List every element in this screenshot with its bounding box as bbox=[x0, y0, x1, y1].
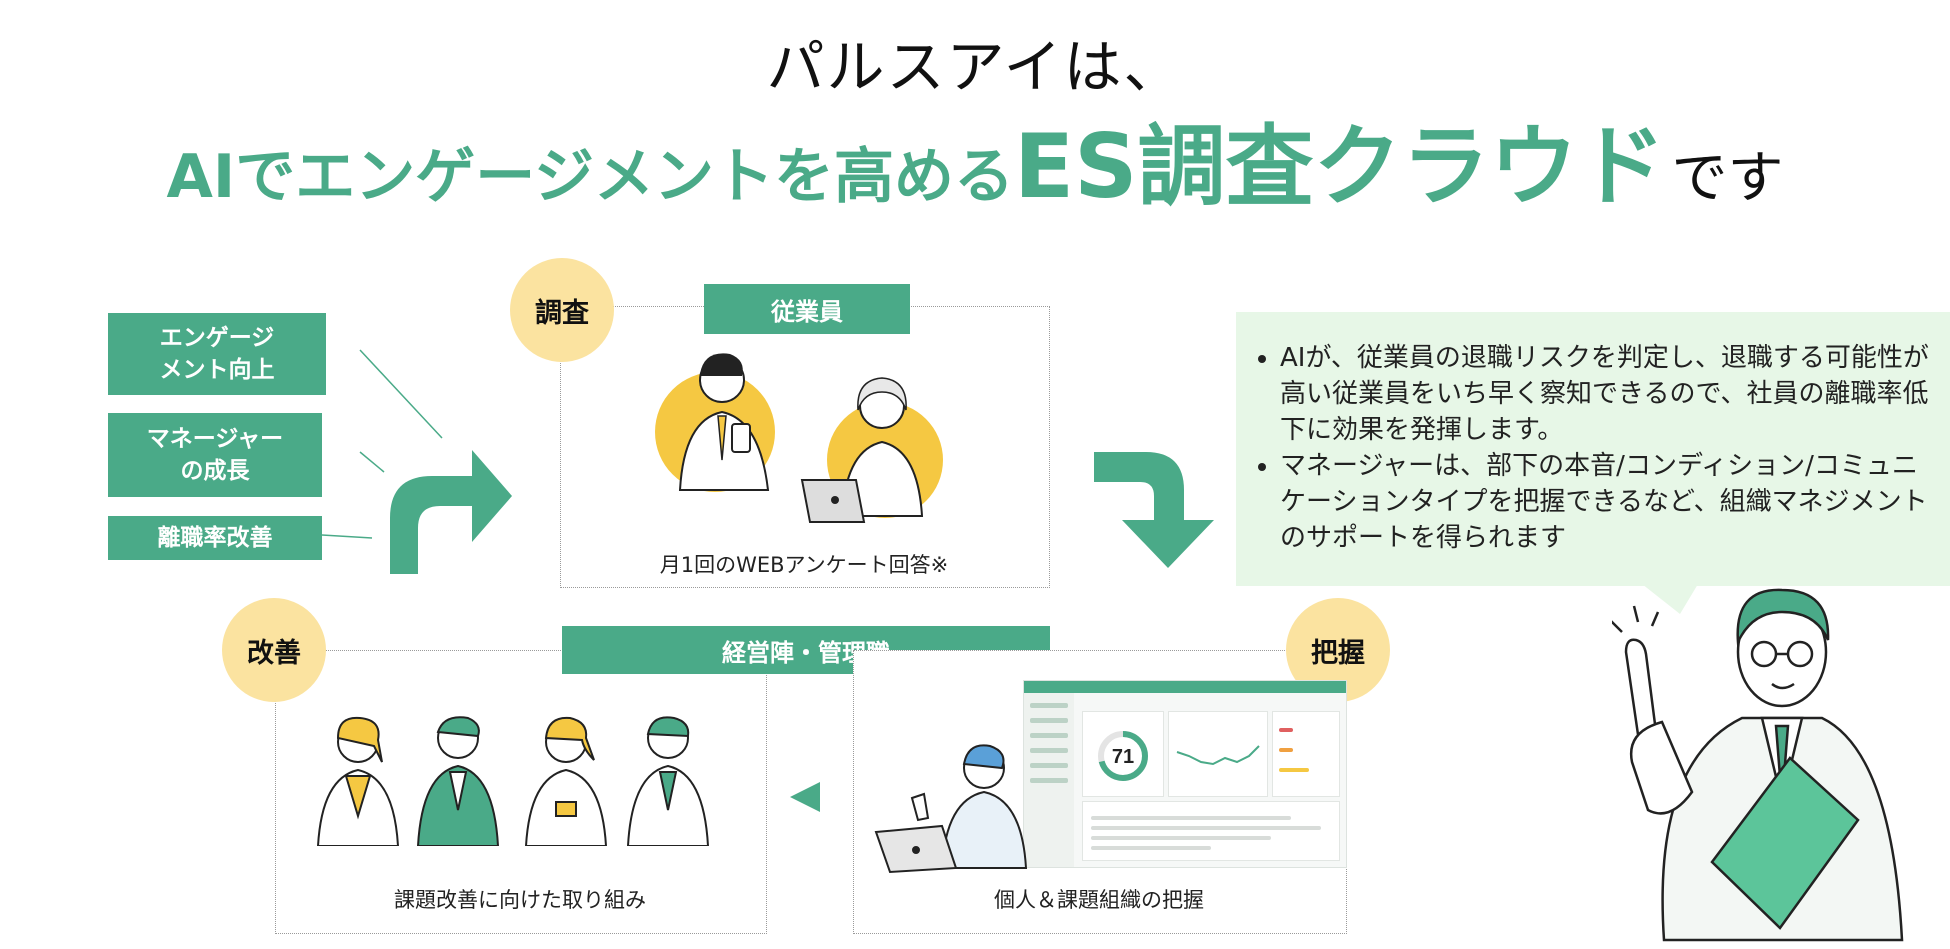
benefit-turnover-line1: 離職率改善 bbox=[157, 525, 273, 551]
headline-line2: AIでエンゲージメントを高めるES調査クラウドです bbox=[0, 96, 1950, 223]
analyst-illustration bbox=[874, 744, 1028, 874]
left-arrow-icon bbox=[790, 782, 820, 812]
survey-panel bbox=[560, 306, 1050, 588]
benefit-manager-line1: マネージャー bbox=[146, 426, 284, 452]
management-team-illustration bbox=[316, 716, 710, 846]
benefit-engagement-line1: エンゲージ bbox=[159, 325, 275, 351]
survey-badge: 調査 bbox=[510, 258, 614, 362]
improve-caption: 課題改善に向けた取り組み bbox=[394, 888, 646, 912]
improve-badge: 改善 bbox=[222, 598, 326, 702]
info-box: AIが、従業員の退職リスクを判定し、退職する可能性が高い従業員をいち早く察知でき… bbox=[1236, 312, 1950, 586]
info-bullet-manager: マネージャーは、部下の本音/コンディション/コミュニケーションタイプを把握できる… bbox=[1280, 448, 1930, 556]
presenter-illustration bbox=[1612, 588, 1904, 942]
headline-tagline: AIでエンゲージメントを高める bbox=[166, 142, 1015, 212]
dashboard-alert-card bbox=[1272, 711, 1340, 797]
up-right-arrow-icon bbox=[390, 450, 512, 574]
headline-line1: パルスアイは、 bbox=[766, 33, 1184, 101]
headline-suffix: です bbox=[1671, 146, 1784, 211]
benefit-manager-line2: の成長 bbox=[180, 458, 250, 484]
employees-illustration bbox=[655, 353, 943, 523]
dashboard-comment-card bbox=[1082, 801, 1340, 861]
benefit-engagement-line2: メント向上 bbox=[159, 357, 275, 383]
info-bullet-ai: AIが、従業員の退職リスクを判定し、退職する可能性が高い従業員をいち早く察知でき… bbox=[1280, 340, 1930, 448]
survey-caption: 月1回のWEBアンケート回答※ bbox=[659, 553, 949, 577]
right-down-arrow-icon bbox=[1094, 452, 1214, 568]
headline-product: ES調査クラウド bbox=[1014, 115, 1666, 218]
benefit-connector-lines bbox=[321, 349, 443, 539]
benefit-engagement: エンゲージメント向上 bbox=[108, 313, 326, 395]
dashboard-screenshot: 71 bbox=[1023, 680, 1347, 868]
benefit-manager-growth: マネージャーの成長 bbox=[108, 413, 322, 497]
speech-bubble-tail bbox=[1642, 584, 1698, 614]
benefit-turnover: 離職率改善 bbox=[108, 516, 322, 560]
dashboard-score-value: 71 bbox=[1112, 746, 1134, 768]
grasp-caption: 個人＆課題組織の把握 bbox=[994, 888, 1204, 912]
survey-employee-label: 従業員 bbox=[704, 284, 910, 334]
dashboard-score-card: 71 bbox=[1082, 711, 1164, 797]
dashboard-trend-card bbox=[1168, 711, 1268, 797]
